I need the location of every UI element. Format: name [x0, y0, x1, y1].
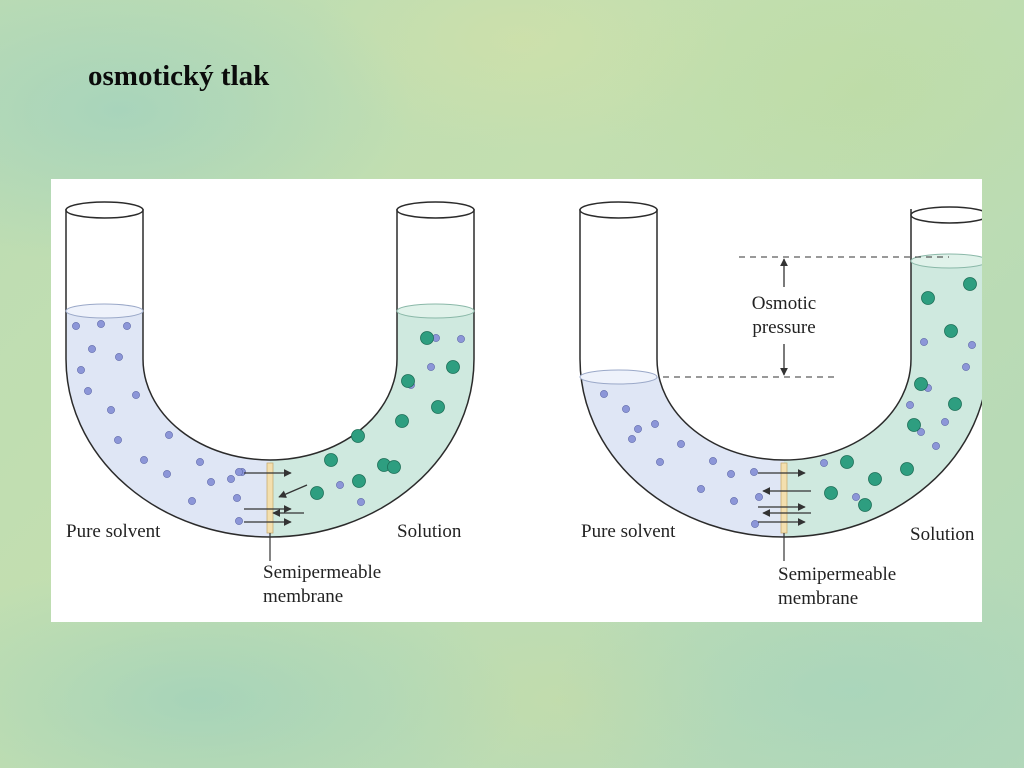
left-solvent-particles	[72, 320, 465, 525]
left-tube-solution-meniscus	[396, 303, 475, 319]
left-tube-solvent-meniscus	[65, 303, 144, 319]
page-title: osmotický tlak	[88, 60, 270, 92]
figure-panel	[51, 179, 982, 622]
left-solute-particles	[310, 331, 460, 500]
right-membrane-label-line1: Semipermeable	[778, 564, 896, 585]
osmosis-figure: Pure solvent Solution Semipermeable memb…	[51, 179, 982, 622]
right-tube-left-opening	[579, 201, 658, 219]
right-tube-right-opening	[910, 206, 982, 224]
osmotic-pressure-marker: Osmotic pressure	[663, 256, 949, 378]
left-solution-label: Solution	[397, 521, 462, 542]
right-membrane-label-line2: membrane	[778, 588, 858, 609]
right-pure-solvent-label: Pure solvent	[581, 521, 676, 542]
right-solvent-particles	[600, 338, 976, 528]
left-membrane-flow-arrows	[244, 469, 308, 526]
right-solute-particles	[824, 277, 977, 512]
right-solution-label: Solution	[910, 524, 975, 545]
right-tube-solvent-meniscus	[579, 369, 658, 385]
left-tube-right-opening	[396, 201, 475, 219]
right-tube-solution-meniscus	[910, 253, 982, 269]
left-tube-inner-wall	[142, 209, 398, 461]
left-pure-solvent-label: Pure solvent	[66, 521, 161, 542]
left-membrane-label-line2: membrane	[263, 586, 343, 607]
left-membrane-label-line1: Semipermeable	[263, 562, 381, 583]
right-membrane-flow-arrows	[758, 469, 811, 526]
right-tube-inner-wall	[656, 209, 912, 461]
osmotic-pressure-label-line1: Osmotic	[752, 293, 816, 314]
left-tube-left-opening	[65, 201, 144, 219]
osmotic-pressure-label-line2: pressure	[752, 317, 815, 338]
